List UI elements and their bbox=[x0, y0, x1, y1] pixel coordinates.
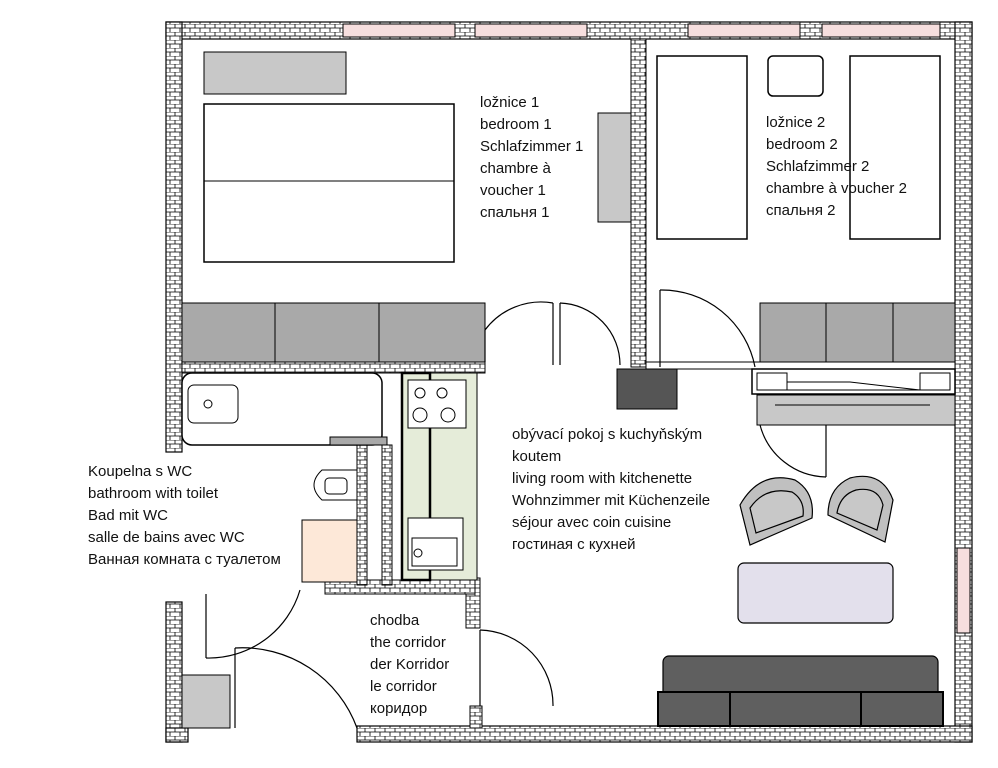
wall-bedroom1-bottom bbox=[181, 361, 486, 374]
label-line: Bad mit WC bbox=[88, 507, 169, 524]
side-cabinet bbox=[597, 112, 632, 223]
living-furniture bbox=[657, 475, 944, 727]
label-line: спальня 1 bbox=[480, 204, 550, 221]
tv-unit bbox=[751, 368, 956, 426]
label-line: chambre à voucher 2 bbox=[766, 180, 907, 197]
doors bbox=[205, 289, 827, 729]
bathroom-fixtures bbox=[181, 372, 388, 729]
label-line: chambre à bbox=[480, 160, 551, 177]
label-corridor: chodba the corridor der Korridor le corr… bbox=[370, 610, 449, 720]
label-living-room: obývací pokoj s kuchyňským koutem living… bbox=[512, 424, 710, 556]
label-line: obývací pokoj s kuchyňským bbox=[512, 426, 703, 443]
label-line: спальня 2 bbox=[766, 202, 836, 219]
label-line: гостиная с кухней bbox=[512, 536, 636, 553]
label-line: Wohnzimmer mit Küchenzeile bbox=[512, 492, 711, 509]
coffee-table bbox=[737, 562, 894, 624]
wardrobe bbox=[181, 302, 486, 363]
wardrobe bbox=[759, 302, 956, 363]
label-line: koutem bbox=[512, 448, 562, 465]
label-line: séjour avec coin cuisine bbox=[512, 514, 672, 531]
window bbox=[474, 23, 588, 38]
door-entrance bbox=[234, 647, 358, 729]
label-bedroom1: ložnice 1 bedroom 1 Schlafzimmer 1 chamb… bbox=[480, 92, 583, 224]
washbasin bbox=[187, 384, 239, 424]
label-line: chodba bbox=[370, 612, 420, 629]
window bbox=[821, 23, 941, 38]
label-line: voucher 1 bbox=[480, 182, 546, 199]
door-corridor-living bbox=[479, 629, 554, 707]
interior-walls bbox=[181, 38, 956, 729]
label-line: bathroom with toilet bbox=[88, 485, 219, 502]
window bbox=[687, 23, 801, 38]
shelf bbox=[203, 51, 347, 95]
label-line: коридор bbox=[370, 700, 428, 717]
corridor-cabinet bbox=[181, 674, 231, 729]
wall-bath-kitchen-2 bbox=[381, 444, 393, 586]
door-bedroom2 bbox=[659, 289, 756, 368]
label-line: ložnice 2 bbox=[766, 114, 826, 131]
label-line: Ванная комната с туалетом bbox=[88, 551, 281, 568]
label-line: der Korridor bbox=[370, 656, 450, 673]
label-line: living room with kitchenette bbox=[512, 470, 693, 487]
wall-right bbox=[954, 21, 973, 743]
windows bbox=[342, 23, 971, 634]
bedroom2-furniture bbox=[656, 55, 956, 363]
label-line: Schlafzimmer 1 bbox=[480, 138, 584, 155]
window bbox=[956, 547, 971, 634]
bath-cabinet bbox=[301, 519, 358, 583]
wall-left-upper bbox=[165, 21, 183, 453]
label-line: ložnice 1 bbox=[480, 94, 540, 111]
double-bed bbox=[203, 103, 455, 263]
door-bedroom1 bbox=[484, 301, 554, 365]
label-bathroom: Koupelna s WC bathroom with toilet Bad m… bbox=[88, 461, 281, 571]
nightstand bbox=[767, 55, 824, 97]
wall-corridor-right-low bbox=[469, 705, 483, 729]
wall-left-lower bbox=[165, 601, 183, 743]
sink bbox=[407, 517, 464, 571]
label-line: bedroom 2 bbox=[766, 136, 838, 153]
wall-bottom bbox=[356, 725, 973, 743]
label-line: the corridor bbox=[370, 634, 446, 651]
label-line: salle de bains avec WC bbox=[88, 529, 245, 546]
label-line: bedroom 1 bbox=[480, 116, 552, 133]
single-bed bbox=[656, 55, 748, 240]
door-bedroom1-b bbox=[559, 302, 621, 366]
wall-bedroom-divider bbox=[630, 38, 647, 368]
door-living-right bbox=[759, 424, 827, 478]
wall-bedroom2-bottom bbox=[645, 361, 956, 370]
label-bedroom2: ložnice 2 bedroom 2 Schlafzimmer 2 chamb… bbox=[766, 112, 907, 222]
wall-bath-kitchen bbox=[356, 444, 368, 586]
chimney bbox=[616, 368, 678, 410]
stove bbox=[407, 379, 467, 429]
single-bed bbox=[849, 55, 941, 240]
label-line: le corridor bbox=[370, 678, 437, 695]
label-line: Schlafzimmer 2 bbox=[766, 158, 870, 175]
kitchenette bbox=[400, 371, 478, 582]
window bbox=[342, 23, 456, 38]
bedroom1-furniture bbox=[181, 51, 632, 363]
door-bathroom bbox=[205, 589, 301, 659]
label-line: Koupelna s WC bbox=[88, 463, 193, 480]
wall-bottom-left bbox=[165, 727, 189, 743]
bath-shelf bbox=[329, 436, 388, 446]
